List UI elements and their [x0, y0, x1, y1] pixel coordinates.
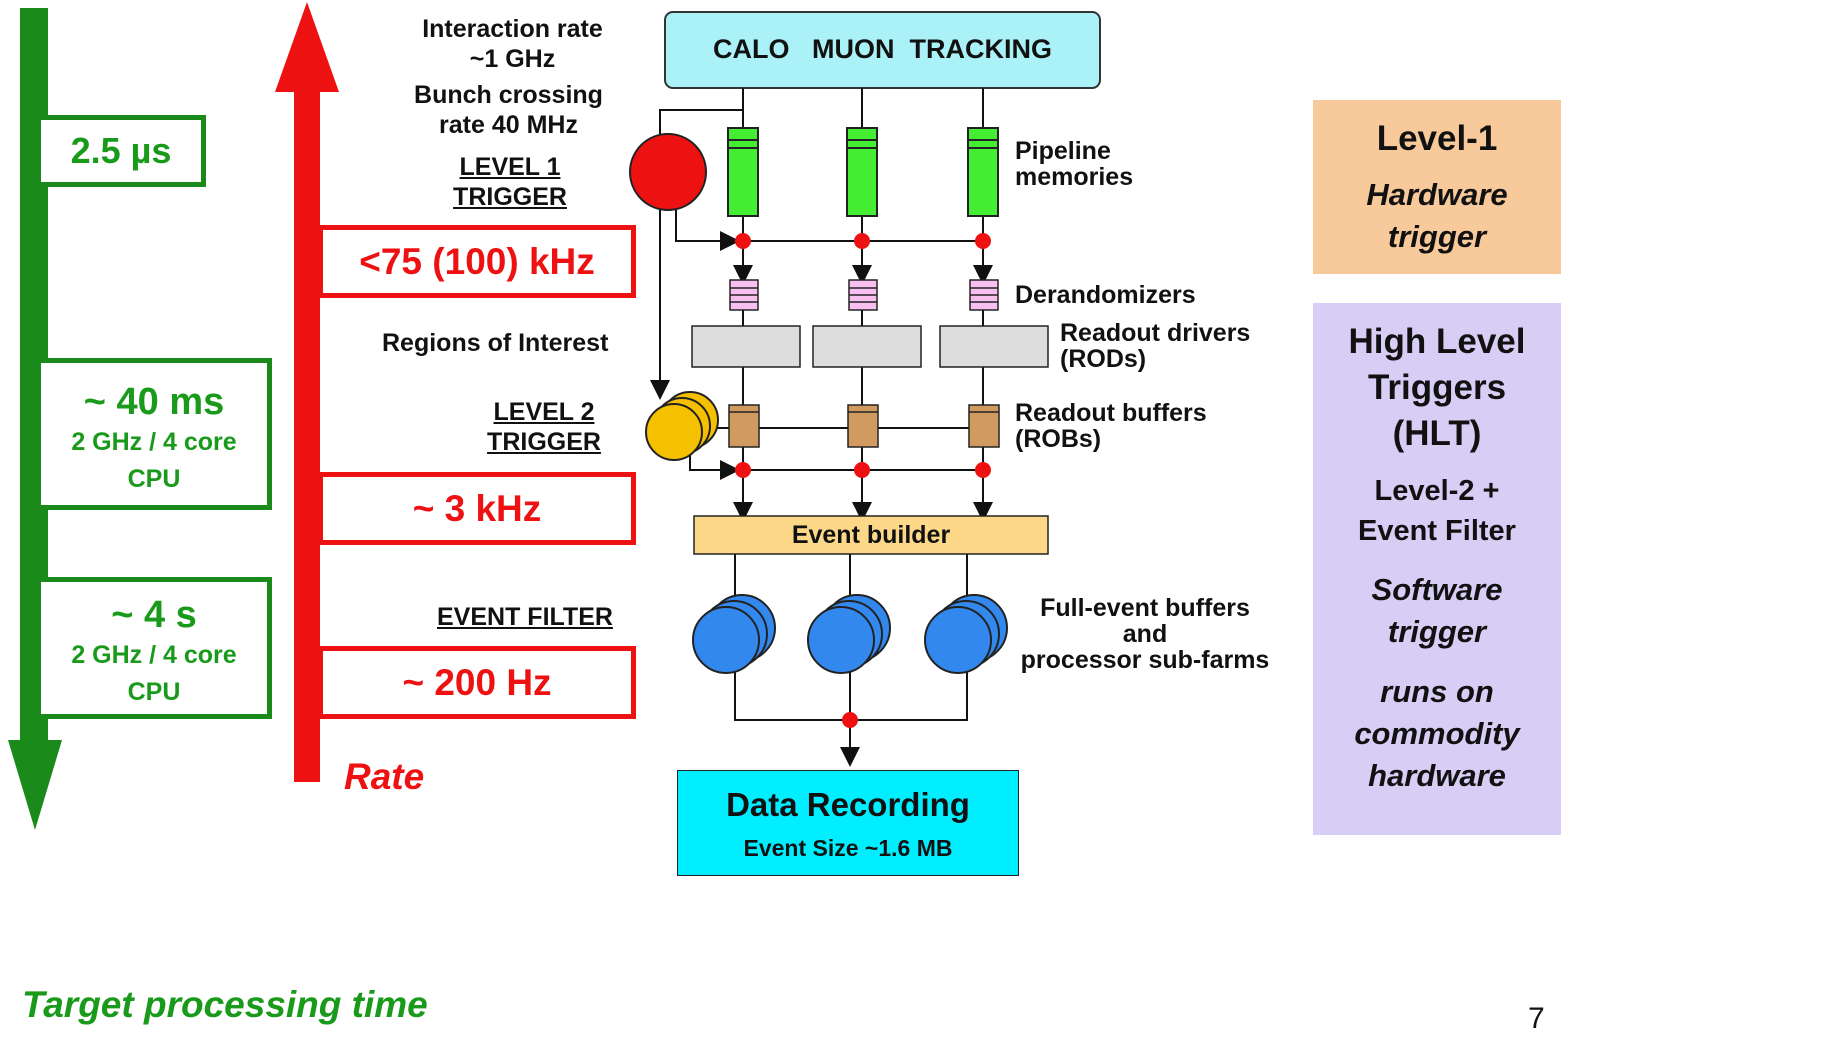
- event-filter-label: EVENT FILTER: [437, 603, 613, 631]
- time-box-level2-sub1: 2 GHz / 4 core: [71, 428, 237, 456]
- detectors-label: CALO MUON TRACKING: [713, 34, 1052, 64]
- interaction-rate-text: Interaction rate: [422, 15, 603, 43]
- time-box-ef-sub1: 2 GHz / 4 core: [71, 641, 237, 669]
- hlt-desc-line2: trigger: [1387, 614, 1487, 649]
- time-box-level1-main: 2.5 µs: [70, 130, 172, 171]
- pipeline-line2: memories: [1015, 163, 1134, 191]
- level1-line1: LEVEL 1: [459, 153, 561, 181]
- rod-line2: (RODs): [1060, 345, 1147, 373]
- bunch-crossing-text: Bunch crossing: [414, 81, 603, 109]
- interaction-value-text: ~1 GHz: [469, 45, 556, 73]
- time-box-event-filter: ~ 4 s 2 GHz / 4 core CPU: [36, 577, 272, 719]
- processor-farms: [692, 594, 1008, 674]
- hlt-desc-line4: commodity: [1354, 716, 1520, 751]
- level1-panel-desc1: Hardware: [1366, 177, 1508, 212]
- hlt-title-line2: Triggers: [1367, 368, 1507, 407]
- rate-box-ef-label: ~ 200 Hz: [402, 661, 552, 703]
- hlt-sub-line2: Event Filter: [1358, 515, 1516, 547]
- level2-trigger-label: LEVEL 2 TRIGGER: [474, 397, 614, 457]
- rate-axis-arrow: [275, 2, 339, 782]
- level2-line1: LEVEL 2: [493, 398, 595, 426]
- bunch-crossing-label: Bunch crossing rate 40 MHz: [396, 80, 621, 140]
- time-box-level2: ~ 40 ms 2 GHz / 4 core CPU: [36, 358, 272, 510]
- pipeline-label: Pipeline memories: [1015, 138, 1133, 190]
- time-box-level2-sub2: CPU: [127, 465, 181, 493]
- readout-buffers: [728, 404, 1000, 448]
- time-box-level2-main: ~ 40 ms: [83, 381, 225, 423]
- rate-box-level2-label: ~ 3 kHz: [412, 487, 542, 529]
- time-box-level1: 2.5 µs: [36, 115, 206, 187]
- farm-line1: Full-event buffers: [1040, 594, 1250, 622]
- level1-trigger-label: LEVEL 1 TRIGGER: [440, 152, 580, 212]
- hlt-sub-line1: Level-2 +: [1374, 475, 1500, 507]
- hlt-desc-line3: runs on: [1380, 674, 1494, 709]
- farm-line2: and: [1122, 620, 1168, 648]
- pipeline-line1: Pipeline: [1015, 137, 1111, 165]
- pipeline-memories: [727, 127, 999, 217]
- time-box-ef-sub2: CPU: [127, 678, 181, 706]
- level1-trigger-node: [629, 133, 707, 211]
- rate-axis-label: Rate: [344, 756, 425, 797]
- bunch-rate-text: rate 40 MHz: [439, 111, 578, 139]
- readout-drivers: [691, 325, 1049, 368]
- derandomizers: [729, 279, 999, 311]
- level2-trigger-node: [645, 391, 719, 461]
- interaction-rate-label: Interaction rate ~1 GHz: [400, 14, 625, 74]
- farm-label: Full-event buffers and processor sub-far…: [1010, 595, 1280, 673]
- detector-box: [664, 11, 1101, 89]
- event-size-label: Event Size ~1.6 MB: [743, 835, 953, 861]
- rate-box-event-filter: ~ 200 Hz: [318, 646, 636, 719]
- event-builder: [693, 515, 1049, 555]
- data-recording-box: Data Recording Event Size ~1.6 MB: [677, 770, 1019, 876]
- level1-panel-desc2: trigger: [1387, 219, 1487, 254]
- hlt-title-line3: (HLT): [1392, 414, 1482, 453]
- level1-line2: TRIGGER: [453, 183, 567, 211]
- data-recording-title: Data Recording: [726, 786, 970, 823]
- event-builder-label: Event builder: [791, 521, 951, 549]
- rob-label: Readout buffers (ROBs): [1015, 400, 1207, 452]
- farm-line3: processor sub-farms: [1020, 646, 1270, 674]
- hlt-title-line1: High Level: [1348, 322, 1526, 361]
- rate-box-level2: ~ 3 kHz: [318, 472, 636, 545]
- rob-line1: Readout buffers: [1015, 399, 1207, 427]
- junction-nodes: [735, 233, 991, 728]
- level1-panel: Level-1 Hardware trigger: [1313, 100, 1561, 274]
- time-axis-label: Target processing time: [22, 984, 428, 1025]
- rod-line1: Readout drivers: [1060, 319, 1251, 347]
- time-box-ef-main: ~ 4 s: [111, 594, 197, 636]
- trigger-diagram: [629, 11, 1101, 767]
- rate-box-level1-label: <75 (100) kHz: [359, 240, 595, 282]
- level2-line2: TRIGGER: [487, 428, 601, 456]
- rate-box-level1: <75 (100) kHz: [318, 225, 636, 298]
- rod-label: Readout drivers (RODs): [1060, 320, 1250, 372]
- hlt-desc-line5: hardware: [1368, 758, 1506, 793]
- page-number: 7: [1528, 1002, 1545, 1035]
- rob-line2: (ROBs): [1015, 425, 1102, 453]
- derandomizers-label: Derandomizers: [1015, 281, 1196, 309]
- regions-of-interest-label: Regions of Interest: [382, 329, 609, 357]
- level1-panel-title: Level-1: [1376, 119, 1498, 158]
- hlt-panel: High Level Triggers (HLT) Level-2 + Even…: [1313, 303, 1561, 835]
- hlt-desc-line1: Software: [1371, 572, 1503, 607]
